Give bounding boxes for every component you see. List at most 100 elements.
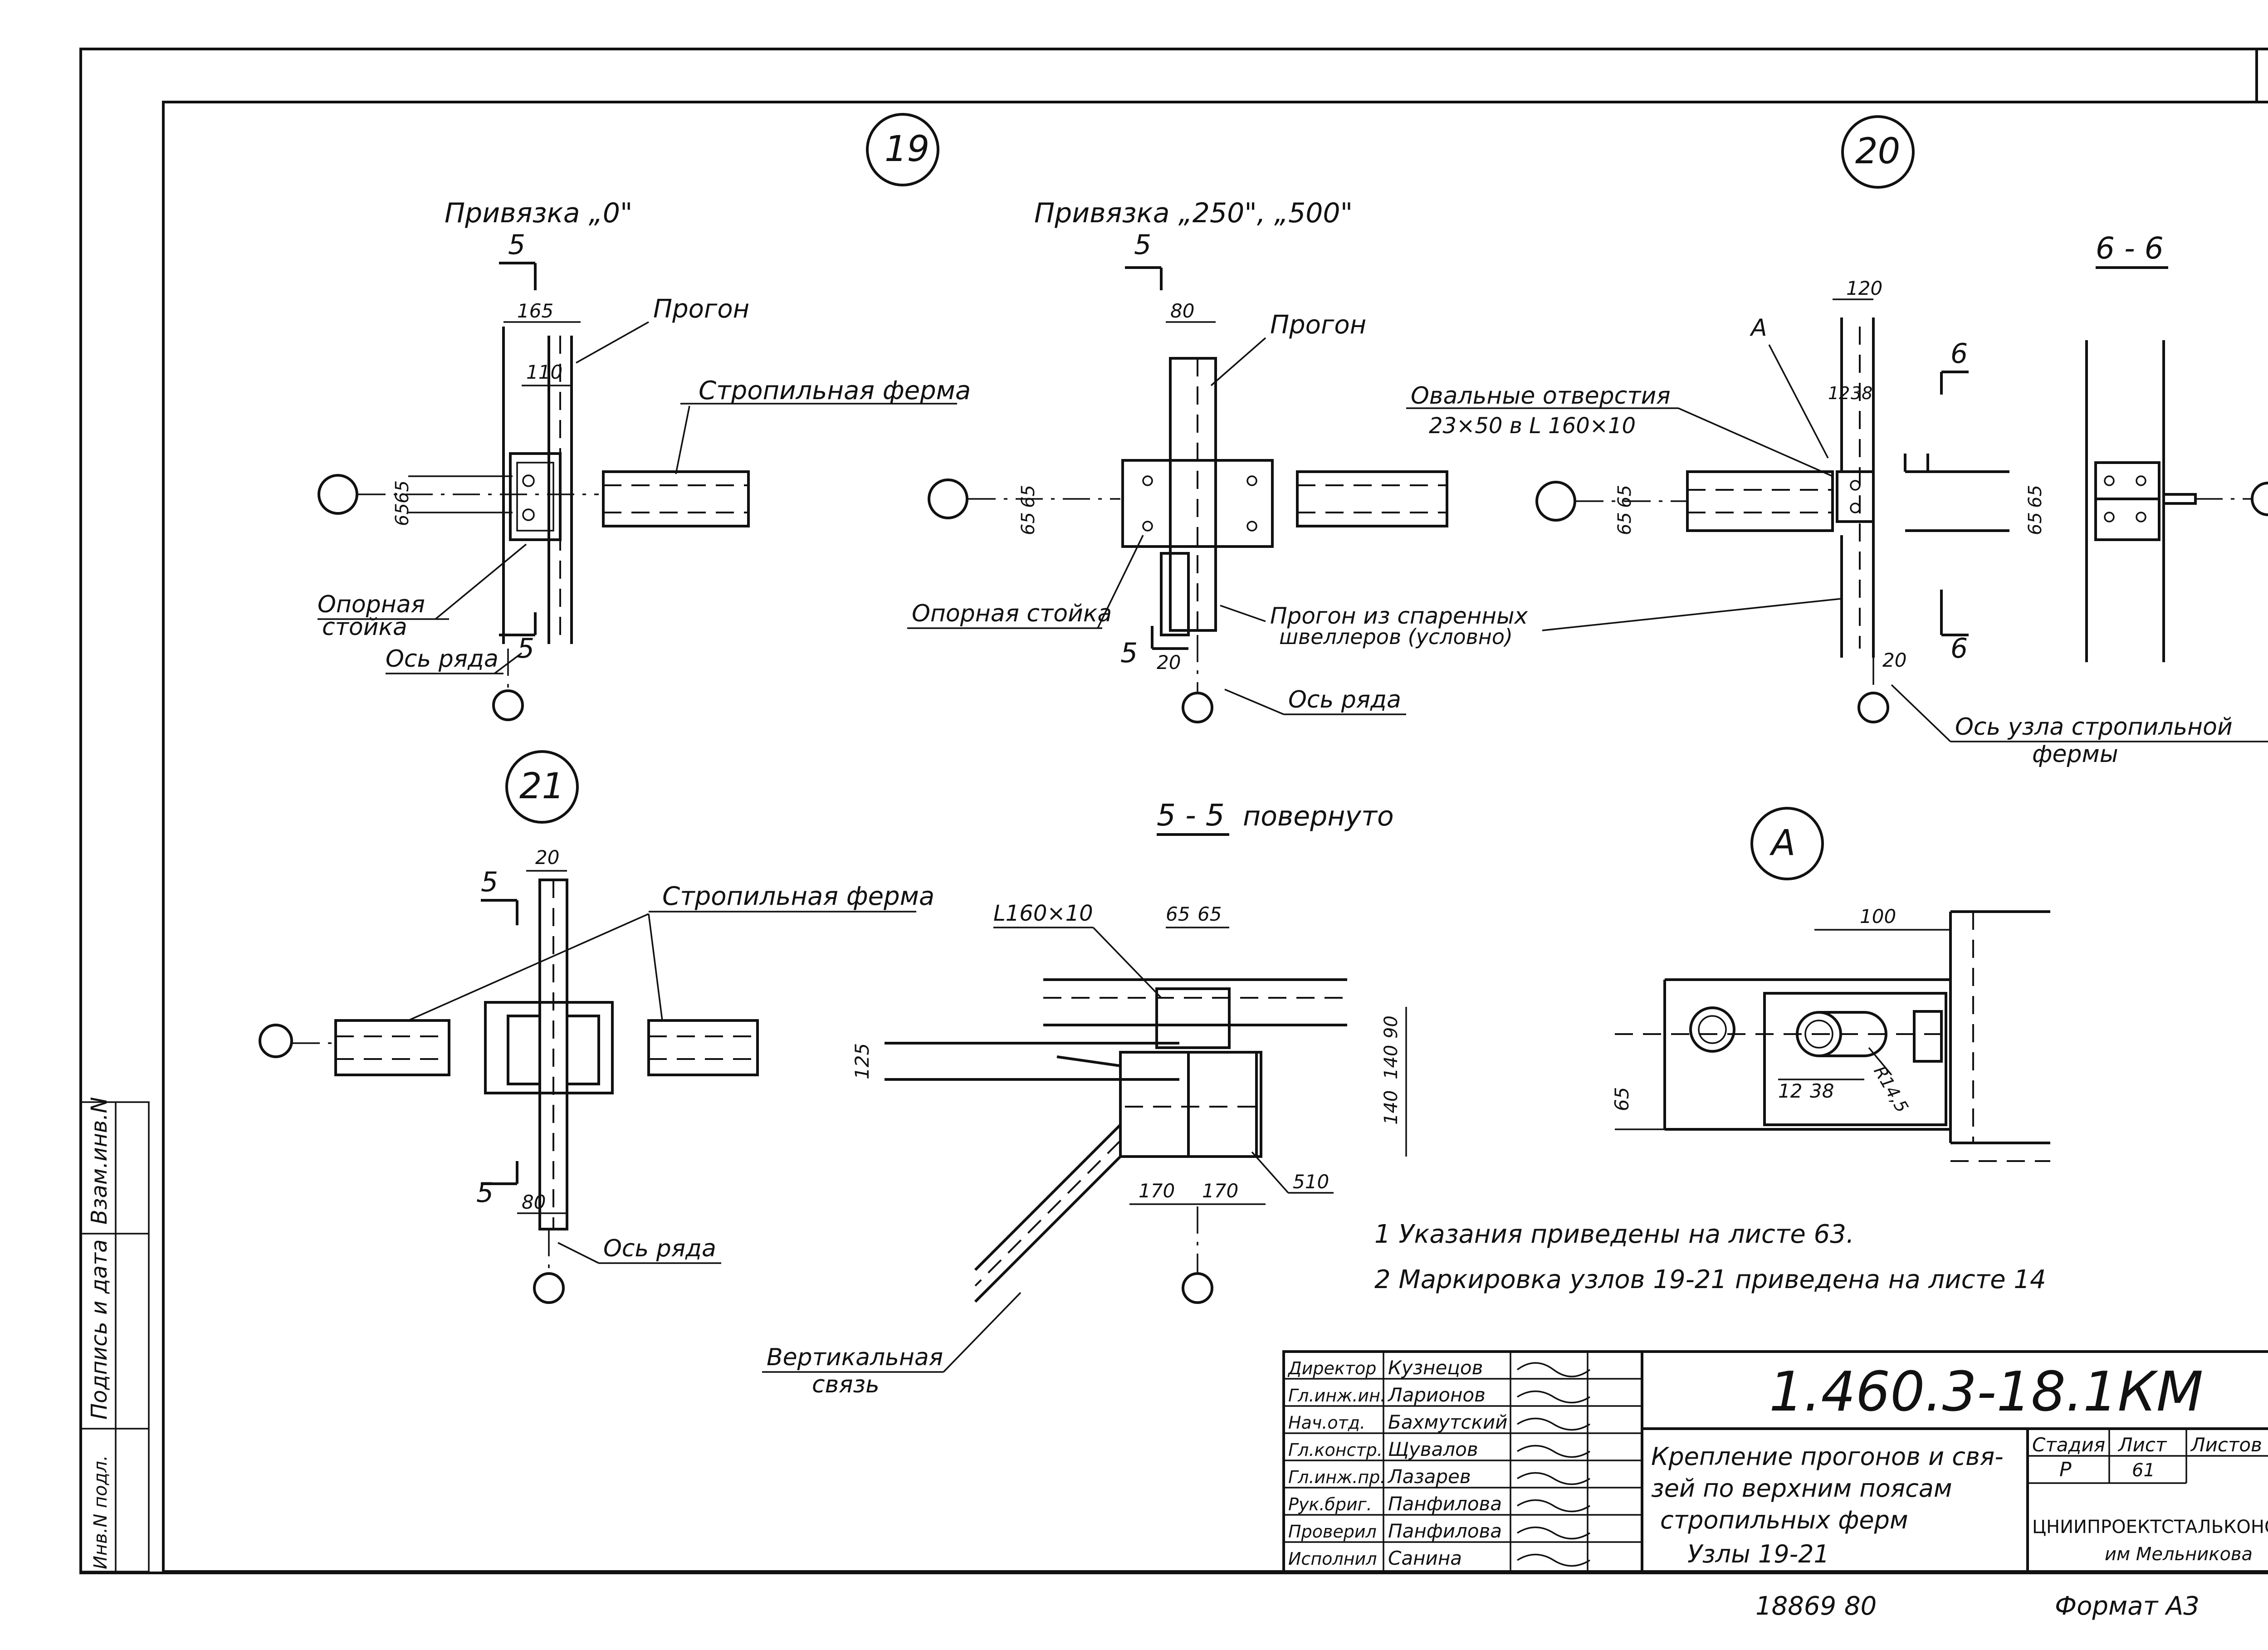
title-name-7: Санина bbox=[1388, 1547, 1462, 1569]
stage-value: Р bbox=[2059, 1458, 2072, 1481]
title-role-5: Рук.бриг. bbox=[1288, 1494, 1372, 1514]
svg-text:Овальные отверстия: Овальные отверстия bbox=[1411, 382, 1671, 410]
svg-text:140: 140 bbox=[1381, 1090, 1402, 1125]
svg-text:65: 65 bbox=[392, 503, 413, 526]
title-name-1: Ларионов bbox=[1387, 1384, 1486, 1406]
svg-text:23×50 в L 160×10: 23×50 в L 160×10 bbox=[1429, 413, 1636, 439]
svg-text:Вертикальная: Вертикальная bbox=[767, 1344, 943, 1371]
svg-text:165: 165 bbox=[517, 300, 553, 322]
svg-text:65: 65 bbox=[1614, 485, 1635, 508]
svg-text:65: 65 bbox=[392, 480, 413, 503]
node-19: 19 Привязка „0" Привязка „250", „500" 5 … bbox=[318, 113, 1842, 723]
svg-text:фермы: фермы bbox=[2032, 741, 2118, 768]
svg-text:Стропильная ферма: Стропильная ферма bbox=[662, 882, 934, 911]
side-stamp-2: Подпись и дата bbox=[87, 1239, 112, 1420]
svg-text:65: 65 bbox=[1614, 512, 1635, 535]
title-name-2: Бахмутский bbox=[1388, 1411, 1507, 1433]
svg-text:170: 170 bbox=[1139, 1180, 1175, 1202]
footer-format: Формат А3 bbox=[2055, 1591, 2200, 1621]
inner-frame bbox=[162, 101, 2268, 1573]
title-name-6: Панфилова bbox=[1388, 1520, 1502, 1542]
svg-text:А: А bbox=[1750, 314, 1767, 342]
title-name-0: Кузнецов bbox=[1388, 1357, 1483, 1379]
footer-left: 18869 80 bbox=[1755, 1591, 1877, 1621]
svg-text:38: 38 bbox=[1810, 1080, 1834, 1102]
svg-text:20: 20 bbox=[535, 846, 559, 869]
svg-text:6: 6 bbox=[1950, 338, 1968, 370]
title-role-3: Гл.констр. bbox=[1288, 1440, 1383, 1460]
svg-text:110: 110 bbox=[526, 361, 562, 383]
svg-text:Прогон: Прогон bbox=[653, 294, 749, 324]
svg-text:L160×10: L160×10 bbox=[993, 901, 1093, 926]
svg-text:5: 5 bbox=[517, 633, 534, 664]
node-19-title-right: Привязка „250", „500" bbox=[1034, 197, 1353, 229]
svg-text:связь: связь bbox=[812, 1371, 880, 1398]
svg-text:Прогон: Прогон bbox=[1270, 310, 1366, 340]
org-name: ЦНИИПРОЕКТСТАЛЬКОНСТРУКЦИЯ bbox=[2032, 1517, 2268, 1538]
node-A-number: А bbox=[1769, 823, 1795, 864]
title-desc-2: стропильных ферм bbox=[1660, 1506, 1908, 1534]
svg-text:125: 125 bbox=[851, 1043, 873, 1079]
node-21-number: 21 bbox=[519, 766, 564, 807]
svg-text:120: 120 bbox=[1846, 277, 1882, 299]
section-6-6-title: 6 - 6 bbox=[2096, 231, 2164, 266]
svg-text:12: 12 bbox=[1828, 383, 1850, 403]
svg-text:R14,5: R14,5 bbox=[1870, 1063, 1912, 1116]
svg-text:Опорная: Опорная bbox=[318, 591, 425, 618]
svg-text:5: 5 bbox=[1134, 229, 1151, 261]
svg-text:80: 80 bbox=[522, 1191, 546, 1213]
sheet-value: 61 bbox=[2132, 1460, 2155, 1481]
svg-text:20: 20 bbox=[1157, 651, 1181, 674]
title-block: Директор Кузнецов Гл.инж.ин. Ларионов На… bbox=[1282, 1350, 2268, 1573]
svg-text:140: 140 bbox=[1381, 1045, 1402, 1079]
svg-text:90: 90 bbox=[1381, 1015, 1402, 1039]
side-stamp-3: Инв.N подл. bbox=[90, 1455, 111, 1569]
svg-text:65: 65 bbox=[1018, 485, 1039, 508]
svg-text:65: 65 bbox=[2025, 485, 2046, 508]
title-role-7: Исполнил bbox=[1288, 1549, 1377, 1569]
svg-text:170: 170 bbox=[1202, 1180, 1238, 1202]
title-desc-3: Узлы 19-21 bbox=[1687, 1540, 1829, 1568]
note-2: 2 Маркировка узлов 19-21 приведена на ли… bbox=[1374, 1265, 2046, 1294]
side-stamp-1: Взам.инв.N bbox=[87, 1097, 112, 1225]
node-21: 21 20 5 Стропильная ферма 5 80 Ось ряда bbox=[259, 750, 934, 1304]
svg-text:65: 65 bbox=[1198, 903, 1222, 925]
svg-text:Ось ряда: Ось ряда bbox=[386, 645, 499, 673]
signature-scribbles bbox=[1516, 1362, 1591, 1567]
title-role-2: Нач.отд. bbox=[1288, 1413, 1365, 1433]
svg-text:Опорная стойка: Опорная стойка bbox=[912, 600, 1112, 627]
svg-text:стойка: стойка bbox=[322, 614, 407, 641]
node-20: 20 120 А Овальные отверстия 23×50 в L 16… bbox=[1406, 115, 2268, 768]
svg-text:65: 65 bbox=[1611, 1087, 1633, 1111]
title-role-6: Проверил bbox=[1288, 1522, 1377, 1542]
node-19-right: 5 80 Прогон 65 65 Опорная стойка Прогон … bbox=[907, 229, 1842, 723]
svg-text:Ось ряда: Ось ряда bbox=[1288, 686, 1401, 713]
svg-text:Ось узла стропильной: Ось узла стропильной bbox=[1955, 713, 2233, 741]
svg-text:65: 65 bbox=[2025, 512, 2046, 535]
svg-text:5: 5 bbox=[1120, 637, 1138, 669]
title-desc-1: зей по верхним поясам bbox=[1651, 1474, 1952, 1503]
node-19-number: 19 bbox=[885, 129, 929, 170]
title-code: 1.460.3-18.1КМ bbox=[1769, 1361, 2203, 1424]
svg-text:510: 510 bbox=[1293, 1171, 1329, 1193]
node-20-number: 20 bbox=[1855, 131, 1900, 172]
title-name-5: Панфилова bbox=[1388, 1493, 1502, 1515]
svg-text:65: 65 bbox=[1018, 512, 1039, 535]
org-sub: им Мельникова bbox=[2105, 1544, 2253, 1565]
svg-text:12: 12 bbox=[1778, 1080, 1802, 1102]
section-5-5-title: 5 - 5 bbox=[1157, 798, 1225, 833]
node-19-left: 5 165 Прогон 110 Стропильная ферма 65 bbox=[318, 229, 971, 721]
note-1: 1 Указания приведены на листе 63. bbox=[1374, 1220, 1854, 1249]
title-role-0: Директор bbox=[1287, 1358, 1376, 1378]
title-name-4: Лазарев bbox=[1387, 1465, 1471, 1488]
section-5-5: 5 - 5 повернуто L160×10 65 65 125 140 14… bbox=[762, 798, 1407, 1398]
title-role-4: Гл.инж.пр. bbox=[1288, 1467, 1385, 1487]
svg-text:20: 20 bbox=[1882, 649, 1906, 671]
svg-text:Стропильная ферма: Стропильная ферма bbox=[699, 376, 971, 405]
node-19-title-left: Привязка „0" bbox=[445, 197, 633, 229]
title-role-1: Гл.инж.ин. bbox=[1288, 1386, 1386, 1406]
sheets-header: Листов bbox=[2190, 1434, 2262, 1456]
title-desc-0: Крепление прогонов и свя- bbox=[1651, 1442, 2004, 1471]
node-A: А 100 R14,5 65 12 38 bbox=[1611, 807, 2050, 1162]
side-stamp bbox=[80, 1101, 150, 1572]
